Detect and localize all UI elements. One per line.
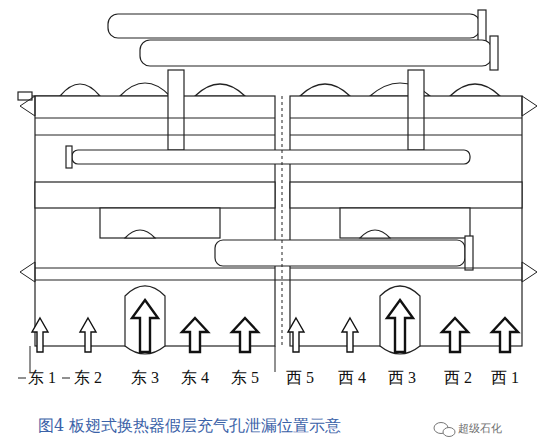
drawing-part (18, 96, 537, 378)
header-dome (450, 84, 500, 96)
pipe-flange (478, 10, 486, 42)
vertical-pipe (408, 70, 424, 150)
leak-arrow (232, 318, 258, 352)
drawing-part (434, 423, 455, 437)
drawing-part (32, 286, 518, 354)
header-band (340, 208, 470, 238)
leak-arrow (80, 318, 96, 352)
band-line (35, 135, 275, 136)
leak-arrow (132, 300, 158, 352)
leak-arrow (182, 318, 208, 352)
support-foot (20, 262, 35, 282)
leader-line (62, 378, 70, 379)
band-line (290, 118, 522, 119)
position-label: 东 3 (131, 370, 159, 386)
position-label: 西 2 (444, 370, 472, 386)
leader-line (30, 346, 31, 372)
band-line (35, 268, 275, 269)
position-label: 东 1 (28, 370, 56, 386)
leak-bulb (380, 286, 420, 354)
base-line (35, 279, 522, 280)
header-band (290, 182, 522, 208)
leak-arrow (288, 318, 304, 352)
center-line (282, 96, 283, 346)
position-label: 西 3 (388, 370, 416, 386)
position-label: 东 5 (231, 370, 259, 386)
pipe-flange (490, 36, 498, 70)
pipe-flange (66, 146, 72, 168)
support-foot (20, 96, 35, 116)
leader-line (275, 346, 276, 372)
lower-pipe (215, 240, 465, 266)
leader-line (18, 378, 26, 379)
position-label: 东 4 (181, 370, 209, 386)
cross-pipe (72, 150, 470, 164)
watermark: 超级石化 (458, 423, 502, 434)
watermark-icon (443, 428, 455, 437)
support-foot (522, 262, 537, 282)
drawing-part (18, 10, 522, 346)
header-dome (120, 83, 170, 96)
leak-arrow (32, 318, 48, 352)
header-band (35, 182, 275, 208)
position-label: 西 4 (338, 370, 366, 386)
header-dome (125, 230, 155, 238)
header-pipe (140, 40, 492, 66)
header-dome (360, 230, 390, 238)
vertical-pipe (168, 70, 184, 150)
top-pipe (108, 14, 480, 38)
leak-bulb (125, 286, 165, 354)
header-dome (300, 84, 350, 96)
leak-arrow (342, 318, 358, 352)
header-band (100, 208, 220, 238)
band-line (35, 118, 275, 119)
figure-caption: 图4 板翅式换热器假层充气孔泄漏位置示意 (38, 418, 341, 434)
position-label: 西 5 (286, 370, 314, 386)
leak-arrow (492, 318, 518, 352)
band-line (290, 135, 522, 136)
pipe-flange (465, 236, 473, 270)
band-line (290, 268, 522, 269)
position-label: 东 2 (74, 370, 102, 386)
leak-arrow (387, 300, 413, 352)
support-foot (522, 96, 537, 116)
position-label: 西 1 (491, 370, 519, 386)
leak-arrow (442, 318, 468, 352)
header-dome (60, 84, 100, 96)
header-dome (195, 84, 245, 96)
